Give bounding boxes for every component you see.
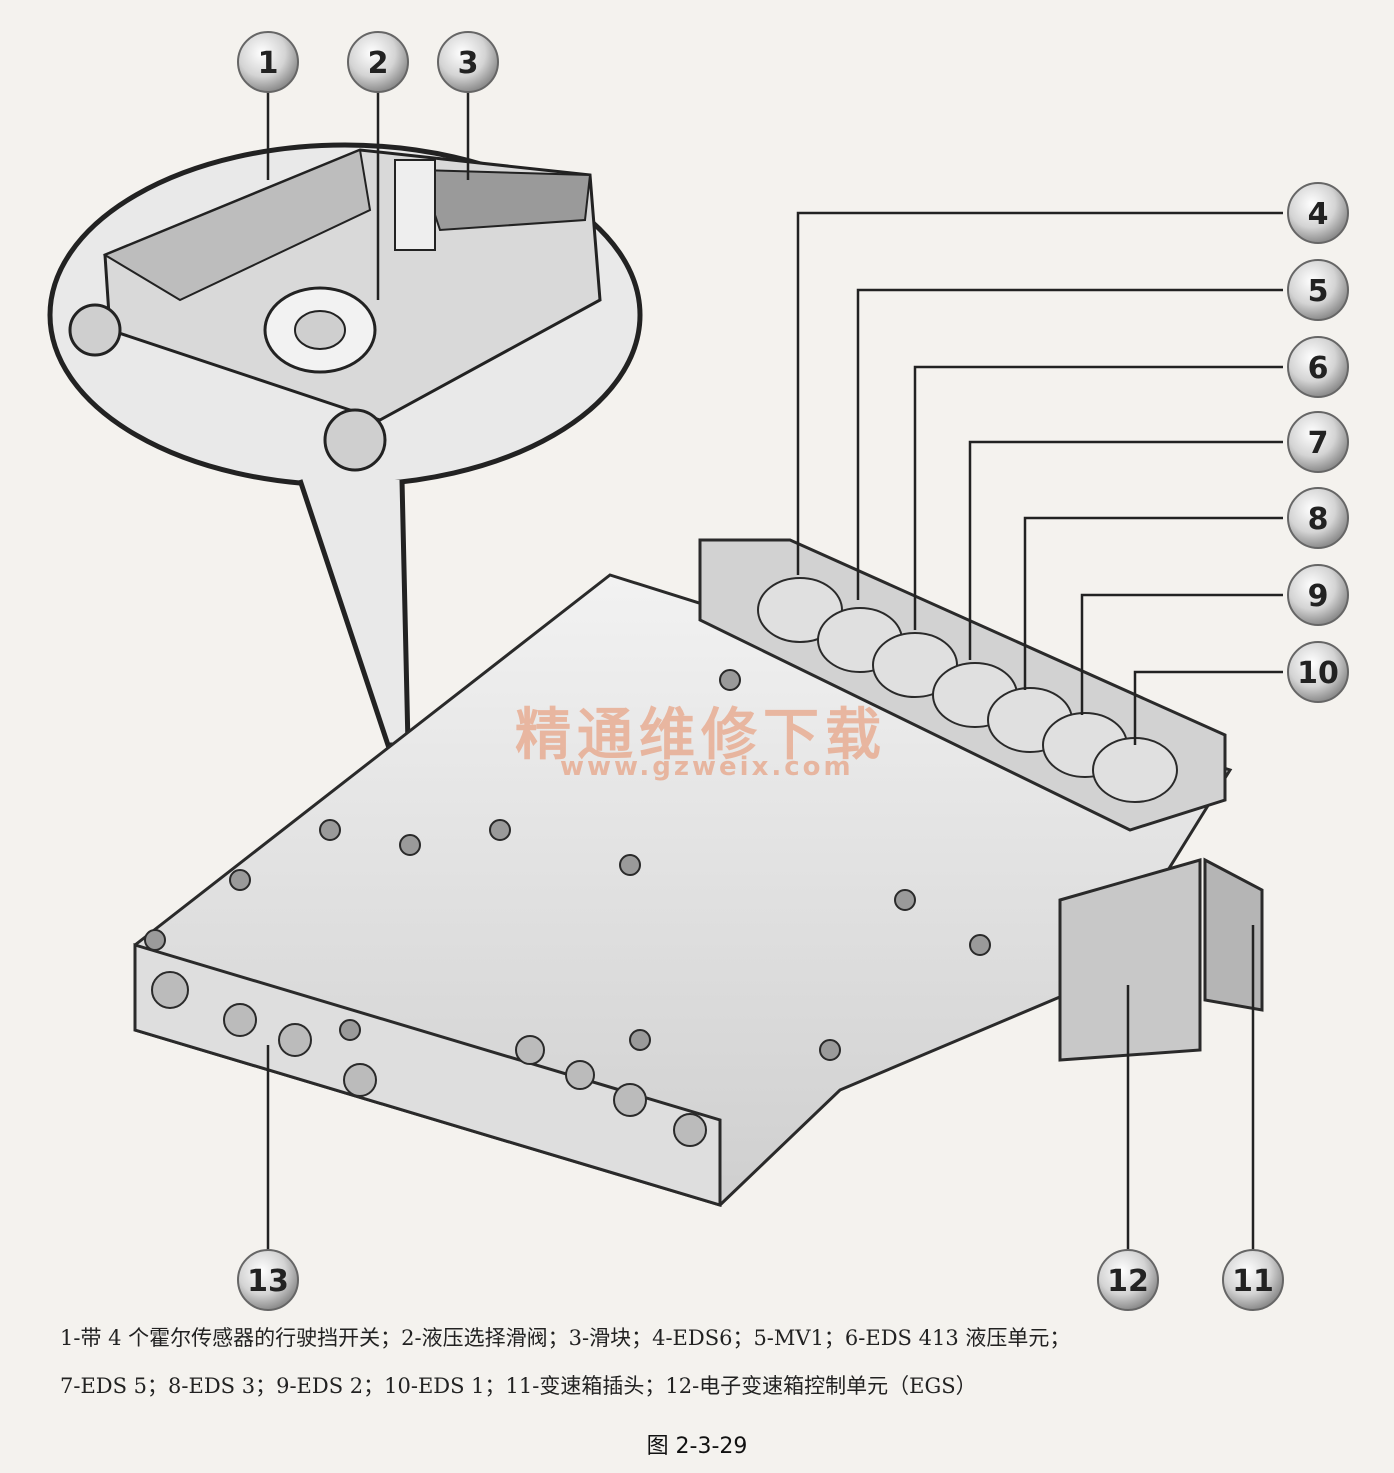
callout-7: 7	[1287, 411, 1349, 473]
valve-body	[133, 538, 1264, 1208]
callout-5: 5	[1287, 259, 1349, 321]
valve-body-diagram: 1 2 3 4 5 6 7 8 9 10 11 12	[47, 31, 1349, 1311]
callout-13: 13	[237, 1249, 299, 1311]
callout-4: 4	[1287, 182, 1349, 244]
svg-text:4: 4	[1308, 197, 1329, 232]
callout-10: 10	[1287, 641, 1349, 703]
leader-lines	[266, 92, 1283, 1255]
svg-text:11: 11	[1232, 1264, 1274, 1299]
svg-text:1: 1	[258, 46, 279, 81]
callout-6: 6	[1287, 336, 1349, 398]
svg-text:7: 7	[1308, 426, 1329, 461]
caption-line-1: 1-带 4 个霍尔传感器的行驶挡开关；2-液压选择滑阀；3-滑块；4-EDS6；…	[60, 1326, 1071, 1350]
svg-text:2: 2	[368, 46, 389, 81]
svg-text:12: 12	[1107, 1264, 1149, 1299]
svg-text:10: 10	[1297, 656, 1339, 691]
svg-text:9: 9	[1308, 579, 1329, 614]
figure-label: 图 2-3-29	[646, 1434, 748, 1459]
svg-text:13: 13	[247, 1264, 289, 1299]
watermark-text: 精通维修下载	[515, 702, 887, 768]
callout-1: 1	[237, 31, 299, 93]
svg-text:6: 6	[1308, 351, 1329, 386]
caption-line-2: 7-EDS 5；8-EDS 3；9-EDS 2；10-EDS 1；11-变速箱插…	[60, 1374, 977, 1398]
callout-2: 2	[347, 31, 409, 93]
svg-text:5: 5	[1308, 274, 1329, 309]
callout-11: 11	[1222, 1249, 1284, 1311]
callout-8: 8	[1287, 487, 1349, 549]
callout-9: 9	[1287, 564, 1349, 626]
callout-12: 12	[1097, 1249, 1159, 1311]
svg-text:8: 8	[1308, 502, 1329, 537]
watermark-url: www.gzweix.com	[560, 752, 854, 782]
detail-magnifier	[47, 142, 643, 748]
svg-text:3: 3	[458, 46, 479, 81]
callout-3: 3	[437, 31, 499, 93]
